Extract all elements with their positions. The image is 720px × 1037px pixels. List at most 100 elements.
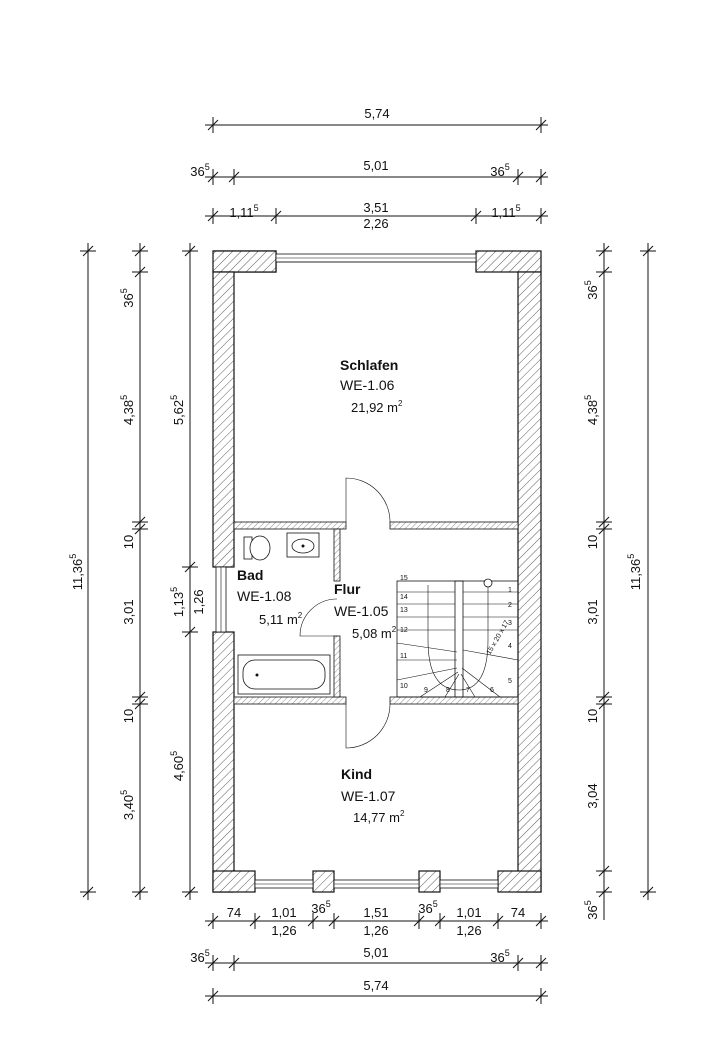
dim-top-left: 36: [190, 164, 204, 179]
svg-text:365: 365: [490, 948, 509, 965]
stair-step-10: 10: [400, 683, 408, 690]
dim-bottom-seg-3: 36: [311, 901, 325, 916]
dim-left-inner-3: 1,26: [191, 589, 206, 614]
staircase: 15 14 13 12 11 10 9 8 7 6 1 2 3 4 5 15 x…: [396, 575, 519, 698]
room-kind-name: Kind: [341, 766, 372, 782]
dim-bottom-seg-7: 74: [511, 905, 525, 920]
dim-top3-right-sup: 5: [516, 203, 521, 213]
dim-left-inner-2: 1,13: [171, 592, 186, 617]
room-labels: Schlafen WE-1.06 21,92 m2 Bad WE-1.08 5,…: [237, 357, 405, 825]
dim-left-mid-6: 3,40: [121, 795, 136, 820]
stair-dimension-label: 15 x 20 x 17: [486, 619, 511, 656]
sink-icon: [286, 532, 320, 558]
dim-left-inner-4: 4,60: [171, 756, 186, 781]
dim-left-outer: 11,36: [70, 559, 85, 591]
dim-bottom-total: 5,74: [363, 978, 388, 993]
svg-text:1,135: 1,135: [169, 587, 186, 617]
stair-step-8: 8: [446, 687, 450, 694]
svg-text:1,115: 1,115: [229, 203, 258, 220]
dim-left-inner-1: 5,62: [171, 400, 186, 425]
doors: [299, 477, 391, 749]
room-kind-area: 14,77 m: [353, 810, 400, 825]
dim-right-inner-6: 3,04: [585, 783, 600, 808]
dim-bottom-lower-1: 1,26: [271, 923, 296, 938]
dim-left-outer-sup: 5: [68, 554, 78, 559]
stair-step-13: 13: [400, 607, 408, 614]
bottom-dimensions: 74 1,01 365 1,51 365 1,01 74 1,26 1,26 1…: [190, 899, 548, 1004]
room-schlafen-area-sup: 2: [398, 399, 403, 408]
svg-text:4,385: 4,385: [583, 395, 600, 425]
toilet-icon: [243, 535, 271, 561]
room-flur-id: WE-1.05: [334, 603, 389, 619]
dim-bottom-lower-3: 1,26: [456, 923, 481, 938]
room-schlafen-area: 21,92 m: [351, 400, 398, 415]
svg-text:4,385: 4,385: [119, 395, 136, 425]
dim-left-mid-2-sup: 5: [119, 395, 129, 400]
dim-right-inner-4: 3,01: [585, 599, 600, 624]
dim-bottom2-left: 36: [190, 950, 204, 965]
dim-top-right: 36: [490, 164, 504, 179]
room-schlafen-id: WE-1.06: [340, 377, 395, 393]
svg-text:21,92 m2: 21,92 m2: [351, 399, 403, 415]
dim-right-inner-2: 4,38: [585, 400, 600, 425]
svg-text:11,365: 11,365: [626, 554, 643, 591]
svg-text:5,11 m2: 5,11 m2: [259, 611, 303, 627]
left-dimensions: 11,365 365 4,385 10 3,01 10 3,405 5,625: [68, 243, 206, 900]
bathtub-icon: [237, 654, 331, 695]
dim-top3-mid-lower: 2,26: [363, 216, 388, 231]
dim-left-mid-6-sup: 5: [119, 790, 129, 795]
stair-step-5: 5: [508, 678, 512, 685]
dim-bottom-seg-2: 1,01: [271, 905, 296, 920]
stair-step-11: 11: [400, 653, 407, 660]
dim-bottom-seg-5: 36: [418, 901, 432, 916]
bathroom-fixtures: [237, 532, 331, 695]
svg-text:14,77 m2: 14,77 m2: [353, 809, 405, 825]
dim-right-outer-sup: 5: [626, 554, 636, 559]
outer-walls: [212, 250, 542, 893]
dim-left-mid-1: 36: [121, 293, 136, 307]
room-kind-id: WE-1.07: [341, 788, 396, 804]
stair-step-9: 9: [424, 687, 428, 694]
svg-text:365: 365: [490, 162, 509, 179]
dim-right-inner-7-sup: 5: [583, 900, 593, 905]
stair-step-4: 4: [508, 643, 512, 650]
dim-left-inner-4-sup: 5: [169, 751, 179, 756]
stair-step-3: 3: [508, 620, 512, 627]
svg-text:365: 365: [190, 948, 209, 965]
dim-bottom2-left-sup: 5: [205, 948, 210, 958]
dim-top3-left: 1,11: [229, 205, 253, 220]
svg-text:11,365: 11,365: [68, 554, 85, 591]
dim-bottom-seg-4: 1,51: [363, 905, 388, 920]
dim-bottom-lower-2: 1,26: [363, 923, 388, 938]
dim-left-mid-1-sup: 5: [119, 288, 129, 293]
dim-top-left-sup: 5: [205, 162, 210, 172]
svg-text:5,625: 5,625: [169, 395, 186, 425]
room-bad-name: Bad: [237, 567, 263, 583]
stair-step-15: 15: [400, 575, 408, 582]
dim-right-outer: 11,36: [628, 559, 643, 591]
dim-bottom2-mid: 5,01: [363, 945, 388, 960]
svg-text:365: 365: [583, 280, 600, 299]
room-schlafen-name: Schlafen: [340, 357, 398, 373]
svg-text:365: 365: [583, 900, 600, 919]
stair-step-2: 2: [508, 602, 512, 609]
room-bad-area: 5,11 m: [259, 612, 298, 627]
dim-right-inner-7: 36: [585, 905, 600, 919]
dim-bottom-seg-5-sup: 5: [433, 899, 438, 909]
dim-right-inner-1: 36: [585, 285, 600, 299]
dim-top-total: 5,74: [364, 106, 389, 121]
dim-right-inner-3: 10: [585, 535, 600, 549]
right-dimensions: 365 4,385 10 3,01 10 3,04 365 11,365: [583, 243, 656, 920]
dim-bottom-seg-1: 74: [227, 905, 241, 920]
dim-bottom2-right: 36: [490, 950, 504, 965]
svg-text:365: 365: [418, 899, 437, 916]
dim-top-right-sup: 5: [505, 162, 510, 172]
svg-text:365: 365: [119, 288, 136, 307]
top-dimensions: 5,74 365 5,01 365 1,115 3,51 2,26 1,115: [190, 106, 548, 231]
dim-left-inner-2-sup: 5: [169, 587, 179, 592]
stair-step-12: 12: [400, 627, 408, 634]
dim-left-mid-2: 4,38: [121, 400, 136, 425]
dim-bottom-seg-3-sup: 5: [326, 899, 331, 909]
room-flur-name: Flur: [334, 581, 361, 597]
dim-right-inner-5: 10: [585, 709, 600, 723]
